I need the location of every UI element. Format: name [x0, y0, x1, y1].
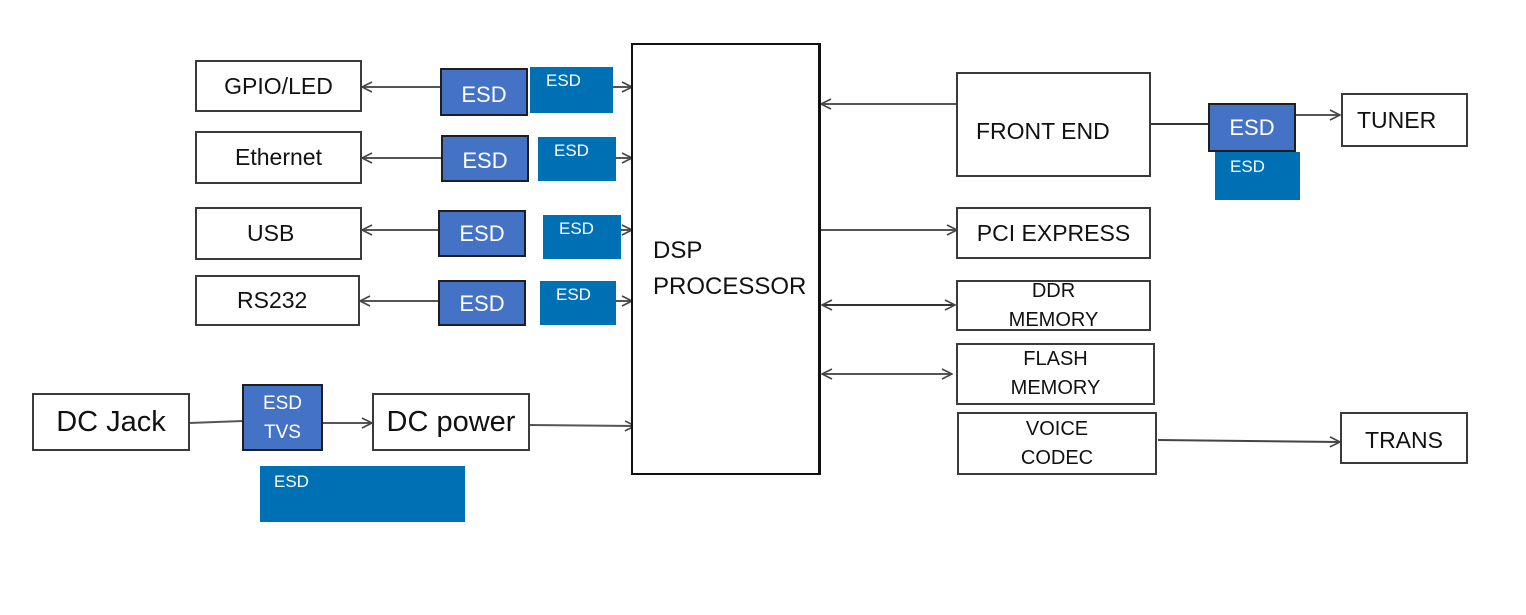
dcjack-tvs-line — [188, 420, 244, 424]
esd-tag-rs232: ESD — [540, 281, 616, 325]
rs232-block: RS232 — [195, 275, 360, 326]
flash-memory-block: FLASH MEMORY — [956, 343, 1155, 405]
esd-component-usb: ESD — [438, 210, 526, 257]
pci-express-block: PCI EXPRESS — [956, 207, 1151, 259]
esd-tag-ethernet: ESD — [538, 137, 616, 181]
esd-component-ethernet: ESD — [441, 135, 529, 182]
ddr-memory-block: DDR MEMORY — [956, 280, 1151, 331]
tuner-block: TUNER — [1341, 93, 1468, 147]
esd-tag-power: ESD — [260, 466, 465, 522]
esd-component-tuner: ESD — [1208, 103, 1296, 152]
trans-block: TRANS — [1340, 412, 1468, 464]
dcpower-dsp-line — [529, 425, 635, 426]
gpio-led-block: GPIO/LED — [195, 60, 362, 112]
usb-block: USB — [195, 207, 362, 260]
esd-tag-tuner: ESD — [1215, 152, 1300, 200]
esd-component-rs232: ESD — [438, 280, 526, 326]
esd-tvs-component: ESD TVS — [242, 384, 323, 451]
voice-codec-block: VOICE CODEC — [957, 412, 1157, 475]
dsp-processor-label: DSP PROCESSOR — [653, 237, 807, 300]
esd-tag-usb: ESD — [543, 215, 621, 259]
ethernet-block: Ethernet — [195, 131, 362, 184]
esd-tag-gpio: ESD — [530, 67, 613, 113]
front-end-block: FRONT END — [956, 72, 1151, 177]
codec-trans-line — [1157, 440, 1340, 442]
dc-power-block: DC power — [372, 393, 530, 451]
esd-component-gpio: ESD — [440, 68, 528, 116]
dc-jack-block: DC Jack — [32, 393, 190, 451]
dsp-processor-block: DSP PROCESSOR — [631, 43, 821, 475]
